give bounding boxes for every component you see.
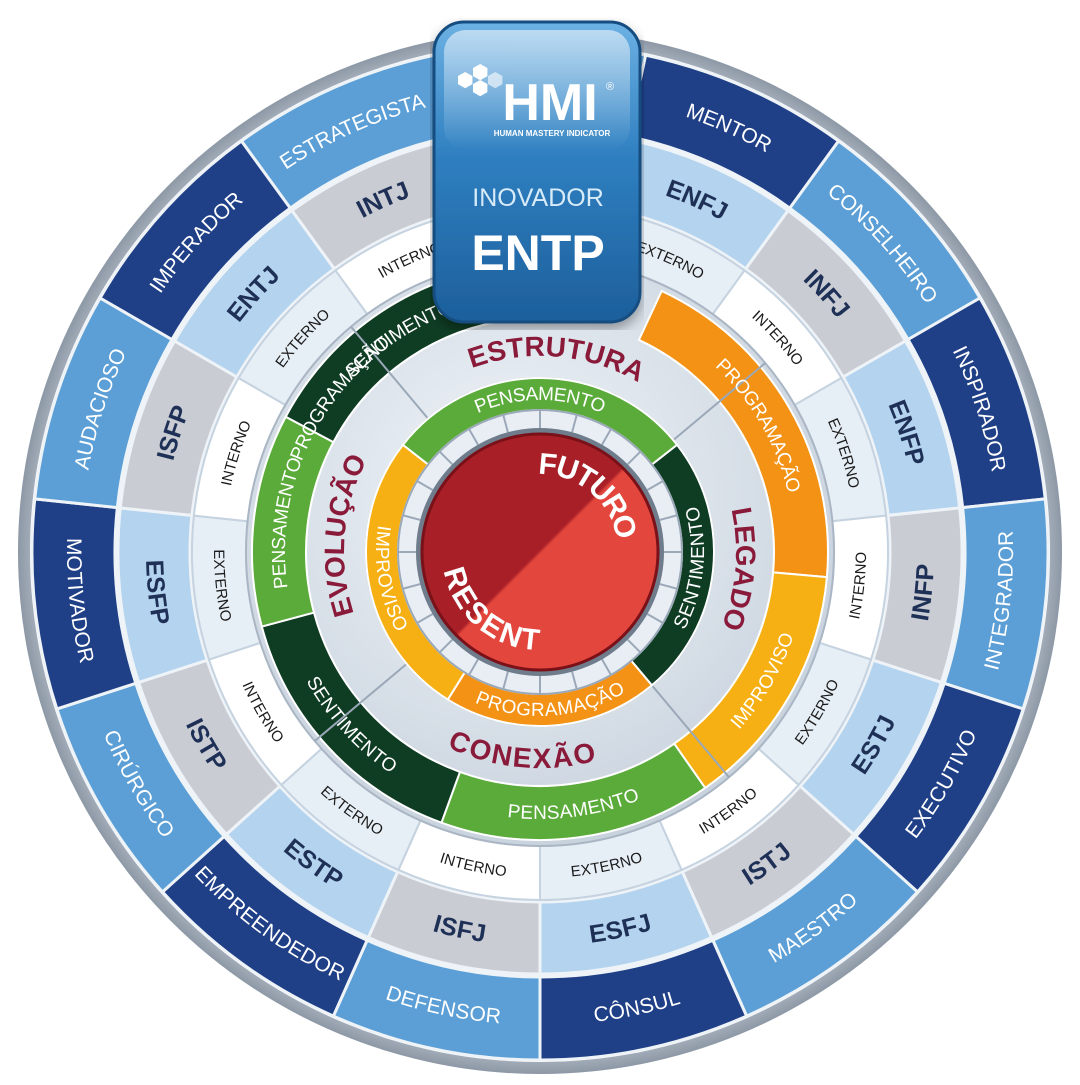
quadrant-divider [651, 684, 730, 778]
tick-mark [402, 514, 421, 521]
type-badge[interactable]: HMI ® HUMAN MASTERY INDICATOR INOVADOR E… [430, 18, 644, 330]
badge-archetype: INOVADOR [472, 184, 604, 212]
archetype-segment[interactable] [98, 138, 293, 342]
tick-mark [468, 658, 479, 676]
tick-mark [626, 638, 642, 654]
quadrant-divider [314, 663, 408, 742]
tick-mark [438, 638, 454, 654]
tick-mark [402, 583, 421, 590]
tick-mark [438, 450, 454, 466]
tick-mark [659, 583, 678, 590]
tick-mark [468, 428, 479, 446]
tick-mark [502, 671, 509, 690]
badge-svg: HMI ® HUMAN MASTERY INDICATOR INOVADOR E… [432, 20, 642, 324]
quadrant-divider [350, 326, 429, 420]
badge-brand-subtitle: HUMAN MASTERY INDICATOR [494, 129, 611, 138]
tick-mark [646, 613, 664, 624]
badge-registered: ® [606, 81, 614, 93]
badge-brand: HMI [502, 74, 597, 132]
tick-mark [416, 613, 434, 624]
center-disc[interactable] [420, 432, 660, 672]
tick-mark [571, 414, 578, 433]
tick-mark [502, 414, 509, 433]
tick-mark [416, 480, 434, 491]
tick-mark [659, 514, 678, 521]
hexagon-logo-icon [458, 64, 503, 97]
tick-mark [626, 450, 642, 466]
type-segment[interactable] [172, 208, 337, 380]
quadrant-divider [672, 362, 766, 441]
tick-mark [601, 658, 612, 676]
tick-mark [571, 671, 578, 690]
tick-mark [601, 428, 612, 446]
tick-mark [646, 480, 664, 491]
type-label: INFP [906, 563, 940, 623]
badge-type: ENTP [471, 225, 604, 281]
